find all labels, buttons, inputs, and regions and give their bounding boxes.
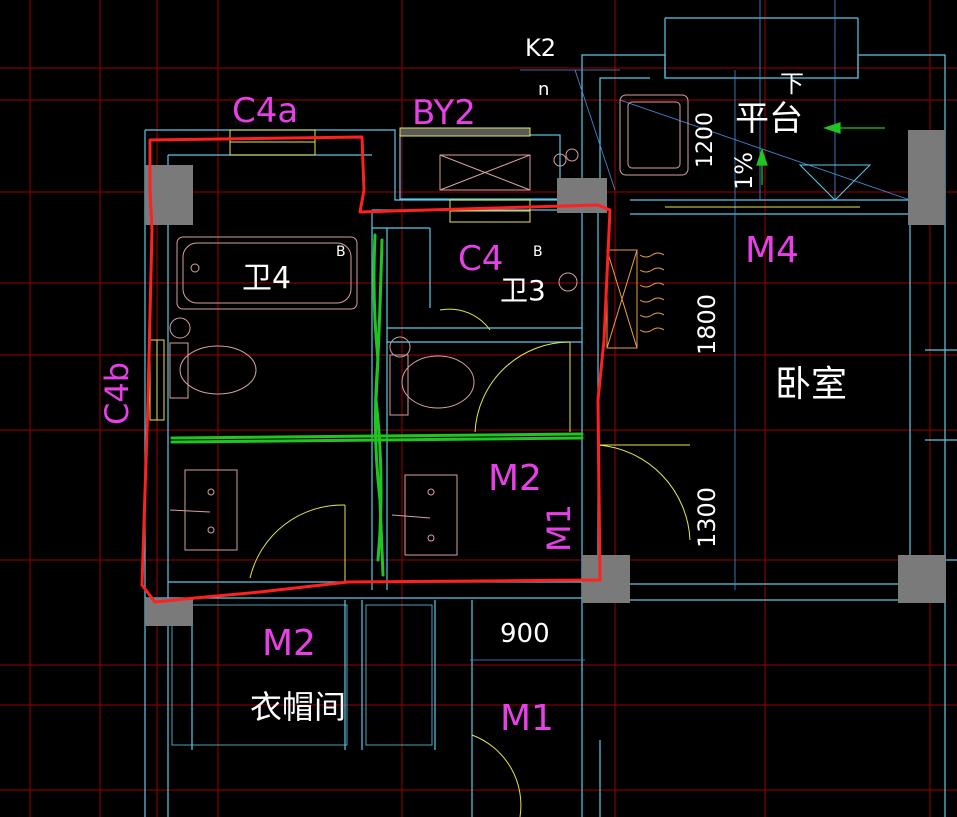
windows [149,127,860,421]
wardrobe-hatch [606,249,665,349]
fixtures [169,94,689,556]
bathtub [176,236,358,310]
label-cloakroom: 衣帽间 [250,688,346,726]
label-balcony: 平台 [735,99,803,139]
columns [145,130,946,626]
label-m2-upper: M2 [488,458,542,499]
label-m2-lower: M2 [262,623,316,664]
door-arcs [249,308,691,817]
dimension-lines [470,0,911,661]
label-slope: 1% [730,152,758,190]
label-n: n [538,79,549,100]
toilet-right [389,354,409,416]
label-wei4: 卫4 [242,261,291,296]
label-b-right: B [533,244,543,260]
label-dim-900: 900 [500,619,550,649]
label-c4: C4 [458,239,503,279]
sink-right [404,474,458,556]
label-dim-1300: 1300 [693,487,721,548]
toilet-left [169,342,189,399]
label-dim-1200: 1200 [693,112,718,168]
label-by2: BY2 [412,93,476,133]
label-down: 下 [780,70,804,98]
label-m4: M4 [745,230,799,271]
label-k2: K2 [525,34,556,62]
label-dim-1800: 1800 [693,294,721,355]
green-markup-cross [170,233,584,577]
balcony-symbols [756,122,885,185]
label-bedroom: 卧室 [775,364,847,405]
label-wei3: 卫3 [500,274,546,307]
label-m1-lower: M1 [500,698,554,739]
drain-triangle [798,164,872,201]
label-m1-upper: M1 [540,504,578,552]
sink-left [184,469,238,551]
label-c4b: C4b [98,362,136,425]
label-c4a: C4a [232,91,298,131]
label-b-left: B [336,244,346,260]
red-markup-outline [140,135,612,604]
